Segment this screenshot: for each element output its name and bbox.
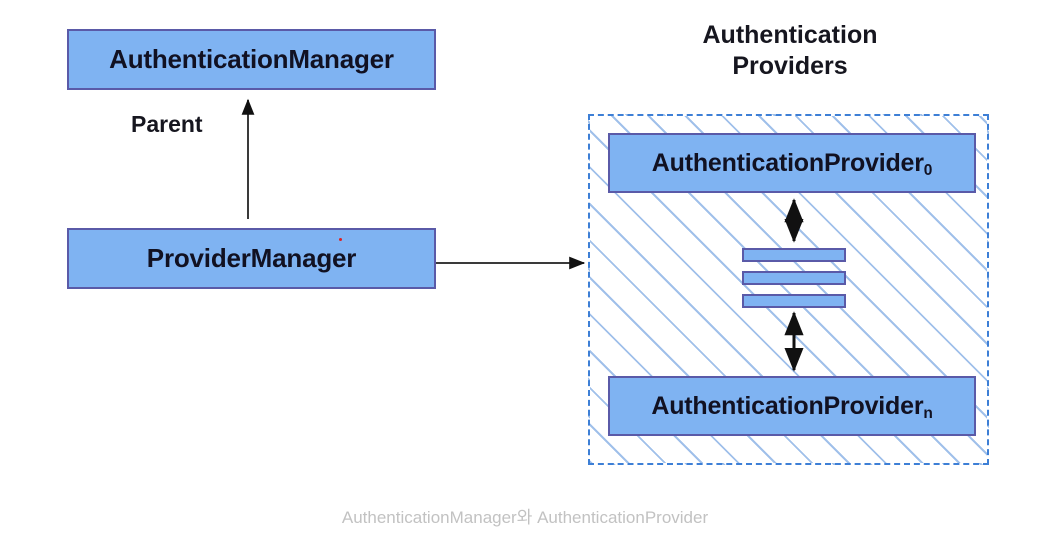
- node-provider-manager[interactable]: ProviderManager: [60, 228, 436, 304]
- ellipsis-bar: [742, 271, 846, 285]
- node-authentication-manager-label: AuthenticationManager: [109, 44, 394, 74]
- node-authentication-provider-first-label: AuthenticationProvider0: [651, 148, 933, 180]
- provider-last-subscript: n: [923, 405, 933, 423]
- node-authentication-provider-first[interactable]: AuthenticationProvider0: [601, 133, 976, 208]
- ellipsis-bar: [742, 294, 846, 308]
- ellipsis-bar: [742, 248, 846, 262]
- providers-heading-line-1: Authentication: [702, 21, 878, 49]
- edge-label-parent: Parent: [131, 111, 203, 137]
- provider-last-name: AuthenticationProvider: [651, 391, 924, 420]
- providers-heading-line-2: Providers: [732, 52, 848, 81]
- providers-group-heading: Authentication Providers: [620, 20, 960, 83]
- node-authentication-provider-last[interactable]: AuthenticationProvidern: [601, 376, 976, 451]
- node-provider-manager-label: ProviderManager: [146, 243, 357, 273]
- red-marker-dot: [339, 238, 342, 241]
- node-authentication-manager[interactable]: AuthenticationManager: [60, 29, 436, 105]
- node-authentication-provider-last-label: AuthenticationProvidern: [651, 391, 933, 423]
- provider-first-subscript: 0: [923, 162, 933, 180]
- provider-first-name: AuthenticationProvider: [651, 148, 924, 177]
- figure-caption: AuthenticationManager와 AuthenticationPro…: [341, 508, 709, 527]
